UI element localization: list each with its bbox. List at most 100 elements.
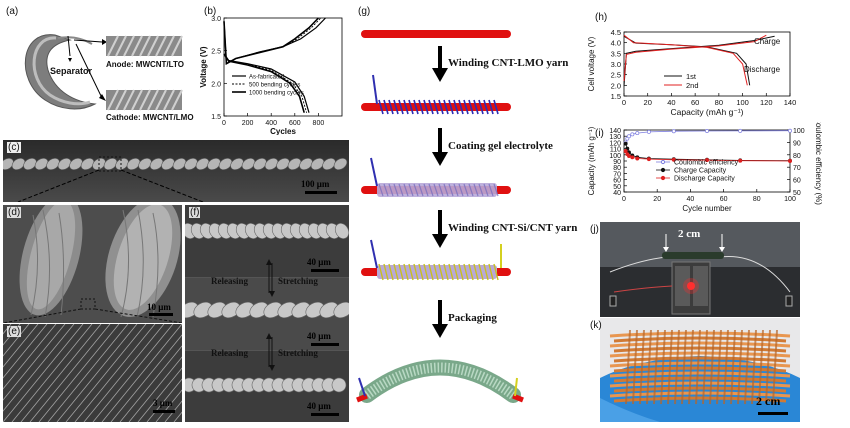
x-axis-label: Cycle number (682, 204, 732, 213)
series-point (788, 128, 792, 133)
process-arrows (432, 46, 448, 338)
step-2-label: Coating gel electrolyte (448, 140, 553, 152)
legend-label: 1000 bending cycles (249, 91, 304, 97)
y-tick-label: 4.0 (611, 39, 621, 48)
step-3-label: Winding CNT-Si/CNT yarn (448, 222, 578, 234)
panel-f-label: (f) (189, 207, 201, 218)
series-line (223, 17, 322, 65)
panel-j-scale: 2 cm (678, 228, 701, 240)
legend-label: 1st (686, 72, 697, 81)
legend-label: 2nd (686, 81, 699, 90)
releasing-label-1: Releasing (211, 276, 248, 286)
y-tick-label: 130 (609, 134, 621, 141)
stretching-label-1: Stretching (278, 276, 318, 286)
legend-marker (660, 175, 666, 181)
x-axis-label: Cycles (270, 127, 296, 135)
y2-tick-label: 50 (793, 190, 801, 197)
legend-label: As-fabricated (249, 75, 284, 81)
series-point (738, 128, 743, 133)
panel-g-label: (g) (358, 6, 371, 17)
y-tick-label: 120 (609, 140, 621, 147)
x-tick-label: 40 (667, 98, 675, 107)
x-axis-label: Capacity (mAh g⁻¹) (671, 107, 744, 117)
y-tick-label: 3.0 (211, 16, 221, 23)
series-point (705, 158, 709, 163)
y-axis-label: Voltage (V) (199, 46, 208, 88)
series-point (738, 158, 743, 163)
y-tick-label: 80 (613, 165, 621, 172)
panel-a-label: (a) (6, 6, 19, 17)
panel-d-label: (d) (7, 207, 22, 218)
x-tick-label: 0 (222, 120, 226, 127)
y2-tick-label: 60 (793, 178, 801, 185)
x-tick-label: 100 (784, 196, 796, 203)
series-point (671, 157, 676, 162)
panel-k-label: (k) (590, 320, 602, 331)
y-tick-label: 2.0 (611, 81, 621, 90)
y-tick-label: 60 (613, 178, 621, 185)
x-tick-label: 20 (644, 98, 652, 107)
x-tick-label: 600 (289, 120, 301, 127)
y-tick-label: 3.5 (611, 49, 621, 58)
panel-d-sem: (d) 10 μm (3, 205, 182, 323)
legend-label: 500 bending cycles (249, 83, 300, 89)
x-tick-label: 0 (622, 98, 626, 107)
battery-schematic (24, 34, 183, 111)
panel-j-label: (j) (590, 224, 599, 235)
series-point (630, 155, 635, 160)
panel-d-scale: 10 μm (147, 302, 171, 312)
x-tick-label: 400 (265, 120, 277, 127)
legend-label: Discharge Capacity (674, 176, 735, 183)
y-tick-label: 1.5 (611, 92, 621, 101)
panel-f-scale-2: 40 μm (307, 331, 331, 341)
panel-e-sem: (e) 3 μm (3, 324, 182, 422)
legend-marker (660, 159, 666, 165)
series-point (630, 132, 635, 137)
panel-c-sem: (c) 100 μm (3, 140, 349, 202)
panel-i-label: (i) (595, 128, 604, 139)
y-axis-label: Cell voltage (V) (587, 36, 596, 91)
series-point (623, 141, 628, 146)
panel-g: (g) Winding CNT-LMO yarn Co (355, 0, 580, 428)
panel-e-scale: 3 μm (153, 398, 173, 408)
y-axis-label: Capacity (mAh g⁻¹) (587, 126, 596, 195)
step-4-label: Packaging (448, 312, 497, 324)
panel-b-label: (b) (204, 6, 217, 17)
anode-label: Anode: MWCNT/LTO (106, 60, 184, 69)
x-tick-label: 20 (653, 196, 661, 203)
panel-h-label: (h) (595, 12, 608, 23)
cnt-yarn-bare (361, 30, 511, 38)
y-tick-label: 2.0 (211, 81, 221, 88)
y-tick-label: 1.5 (211, 114, 221, 121)
series-point (627, 134, 631, 139)
y2-axis-label: Coulombic efficiency (%) (814, 122, 823, 205)
y2-tick-label: 70 (793, 165, 801, 172)
y-tick-label: 100 (609, 153, 621, 160)
x-tick-label: 40 (687, 196, 695, 203)
separator-pointer (67, 35, 71, 57)
series-line (623, 34, 767, 82)
releasing-label-2: Releasing (211, 348, 248, 358)
y-tick-label: 110 (610, 147, 621, 154)
step-1-label: Winding CNT-LMO yarn (448, 57, 569, 69)
series-point (627, 154, 631, 158)
series-point (705, 129, 709, 133)
series-point (671, 129, 676, 134)
y2-tick-label: 80 (793, 153, 801, 160)
panel-j-photo: (j) 2 cm (590, 222, 800, 317)
x-tick-label: 80 (715, 98, 723, 107)
plot-frame (223, 17, 343, 117)
legend-label: Coulombic efficiency (674, 160, 739, 167)
x-tick-label: 800 (313, 120, 325, 127)
series-point (623, 149, 628, 154)
series-point (646, 157, 651, 162)
panel-c-label: (c) (7, 142, 21, 153)
series-point (788, 159, 792, 163)
y-tick-label: 4.5 (611, 28, 621, 37)
panel-f-scale-3: 40 μm (307, 401, 331, 411)
panel-k-photo: (k) 2 cm (590, 318, 800, 422)
